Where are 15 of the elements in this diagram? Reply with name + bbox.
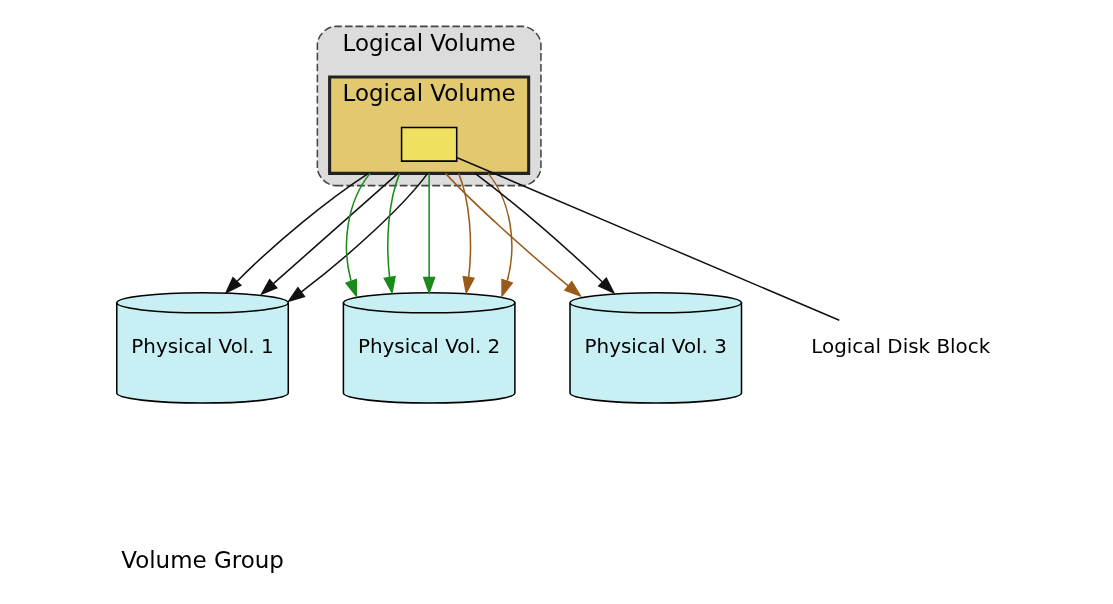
cluster: Logical Volume: [327, 75, 530, 175]
node-box: [400, 126, 457, 162]
node-text: Logical Disk Block: [810, 335, 990, 359]
arrow: [473, 172, 615, 295]
arrow: [486, 172, 513, 298]
arrow: [259, 172, 399, 296]
arrow: [422, 172, 436, 296]
arrow: [224, 172, 369, 295]
connector: [455, 157, 840, 321]
label: Volume Group: [120, 546, 284, 573]
arrow: [286, 172, 428, 303]
arrow: [444, 172, 582, 298]
arrow: [382, 172, 400, 295]
arrow: [344, 172, 371, 298]
arrow: [457, 172, 475, 295]
